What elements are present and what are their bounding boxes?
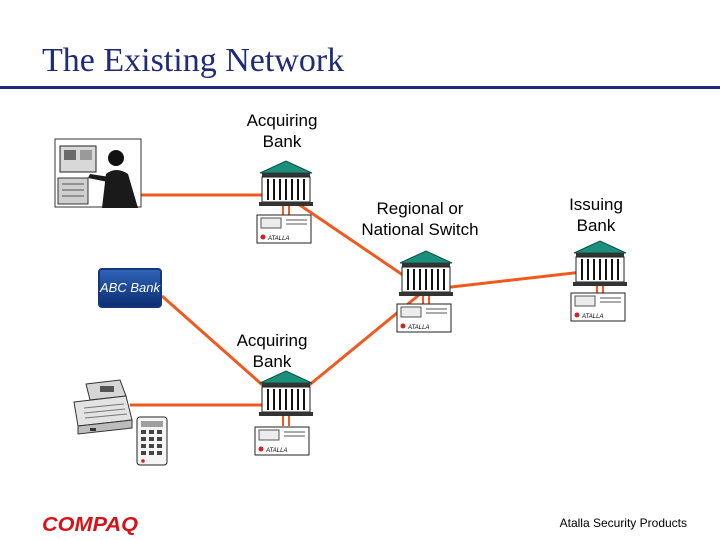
regional-switch-label: Regional or National Switch — [361, 199, 479, 239]
hsm-brand-label: ATALLA — [407, 325, 429, 331]
hsm-brand-label: ATALLA — [581, 314, 603, 320]
abc-bank-card: ABC Bank — [98, 268, 162, 308]
compaq-logo: COMPAQ — [42, 514, 138, 536]
hsm-brand-label: ATALLA — [265, 448, 287, 454]
acquiring-bottom-hsm: ATALLA — [254, 426, 310, 456]
cash-register-icon — [73, 379, 133, 435]
issuing-bank-label: Issuing Bank — [569, 195, 623, 235]
compaq-logo-text: COMPAQ — [42, 514, 138, 536]
link-switch-to-issuing — [424, 268, 601, 292]
abc-bank-label: ABC Bank — [100, 280, 160, 295]
acquiring-top-hsm: ATALLA — [256, 214, 312, 244]
acquiring-bank-top-label: Acquiring Bank — [246, 111, 318, 151]
regional-switch-icon — [399, 250, 453, 296]
acquiring-bank-top-icon — [259, 160, 313, 206]
slide-title: The Existing Network — [42, 42, 345, 79]
hsm-brand-label: ATALLA — [267, 236, 289, 242]
pin-pad-icon — [136, 416, 168, 466]
regional-switch-hsm: ATALLA — [396, 303, 452, 333]
acquiring-bottom-cable — [282, 416, 290, 426]
acquiring-bank-bottom-label: Acquiring Bank — [236, 331, 308, 371]
title-rule — [0, 86, 720, 89]
acquiring-bank-bottom-icon — [259, 370, 313, 416]
issuing-bank-icon — [573, 240, 627, 286]
issuing-bank-hsm: ATALLA — [570, 292, 626, 322]
acquiring-top-cable — [282, 206, 290, 216]
footer-credit: Atalla Security Products — [559, 516, 687, 530]
teller-image — [54, 138, 142, 208]
